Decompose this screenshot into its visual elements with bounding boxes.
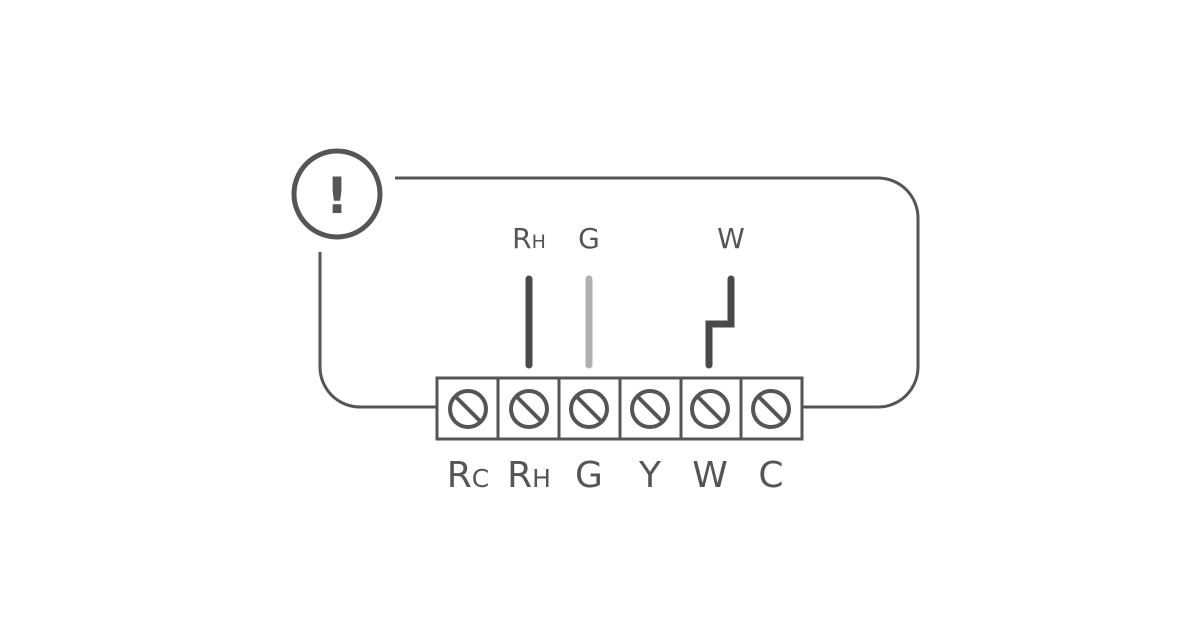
screw-rc-icon	[448, 389, 488, 429]
terminal-label-c: C	[758, 455, 783, 496]
outer-loop-wire	[395, 176, 920, 409]
screw-y-icon	[630, 389, 670, 429]
screw-g-icon	[569, 389, 609, 429]
screw-c-icon	[751, 389, 791, 429]
terminal-label-y: Y	[638, 455, 662, 496]
wire-label-g: G	[578, 222, 600, 255]
wire-label-w: W	[717, 222, 745, 255]
terminal-label-w: W	[692, 455, 728, 496]
left-loop-wire	[318, 252, 437, 409]
terminal-label-rc: RC	[447, 455, 489, 496]
terminal-label-rh: RH	[507, 455, 551, 496]
screw-w-icon	[690, 389, 730, 429]
alert-symbol: !	[326, 167, 349, 225]
terminal-block	[435, 376, 804, 441]
alert-icon: !	[291, 148, 383, 240]
wire-label-rh: RH	[512, 222, 546, 255]
terminal-label-g: G	[575, 455, 603, 496]
screw-rh-icon	[509, 389, 549, 429]
wire-w	[705, 275, 735, 369]
